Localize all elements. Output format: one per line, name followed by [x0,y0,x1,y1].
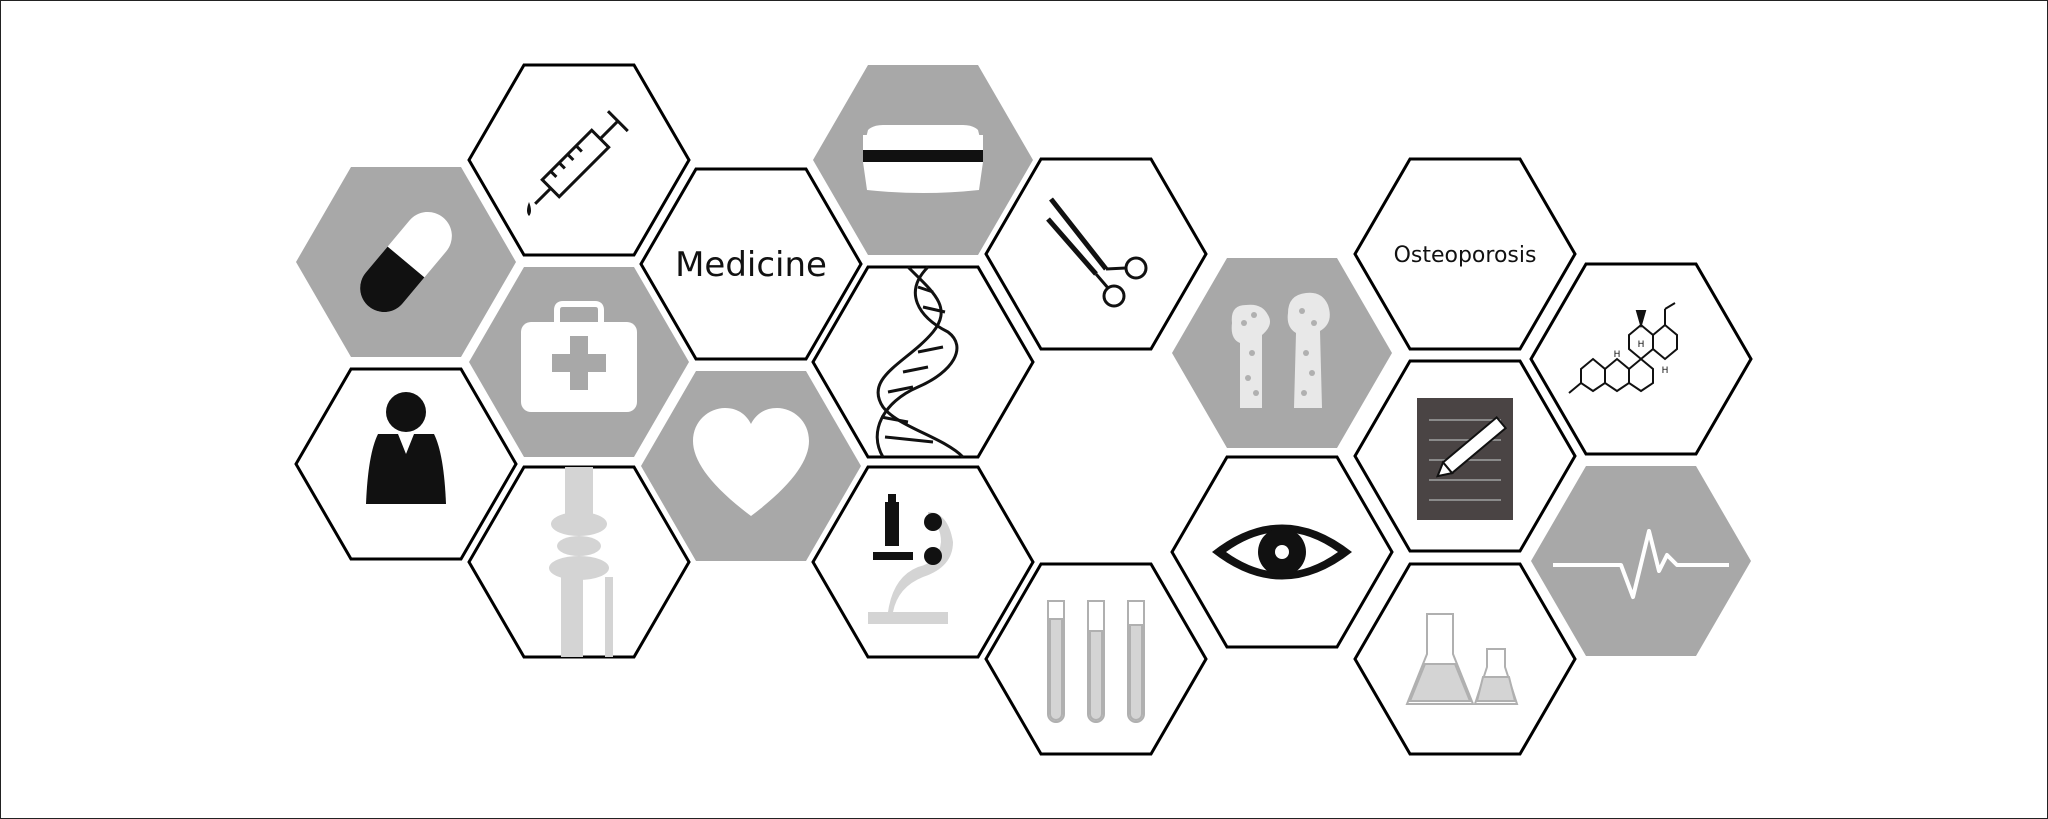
hex-lab-flasks [1353,562,1577,756]
eye-icon [1212,524,1352,580]
syringe-icon [534,110,629,205]
hex-knee-joint [467,465,691,659]
osteoporosis-label: Osteoporosis [1394,243,1537,268]
hex-doctor [294,367,518,561]
first-aid-kit-icon [521,301,637,412]
test-tubes-icon [1047,600,1145,723]
hex-syringe [467,63,691,257]
nurse-cap-icon [863,125,983,193]
hex-capsule [296,167,516,357]
hex-nurse-cap [813,65,1033,255]
hex-dna [811,265,1035,459]
hex-heartbeat [1531,466,1751,656]
capsule-icon [360,211,452,313]
svg-text:H: H [1638,340,1645,350]
scissors-icon [1046,197,1148,308]
heart-icon [693,408,809,516]
hex-scissors [984,157,1208,351]
doctor-icon [366,392,446,504]
steroid-molecule-icon [1568,302,1678,394]
svg-text:H: H [1662,366,1669,376]
hex-microscope [811,465,1035,659]
hex-notepad [1353,359,1577,553]
microscope-icon [868,494,953,624]
heartbeat-icon [1553,529,1729,599]
svg-text:H: H [1614,350,1621,360]
lab-flasks-icon [1405,613,1519,705]
bones-icon [1231,292,1330,408]
notepad-icon [1417,398,1513,520]
dna-icon [875,265,965,459]
hex-test-tubes [984,562,1208,756]
hex-osteoporosis: Osteoporosis [1353,157,1577,351]
hex-medicine: Medicine [639,167,863,361]
hex-first-aid [469,267,689,457]
hex-bones [1172,258,1392,448]
hex-heart [641,371,861,561]
hex-steroid-molecule: H H H [1529,262,1753,456]
hex-eye [1170,455,1394,649]
knee-joint-icon [549,467,613,657]
medicine-label: Medicine [675,245,827,285]
